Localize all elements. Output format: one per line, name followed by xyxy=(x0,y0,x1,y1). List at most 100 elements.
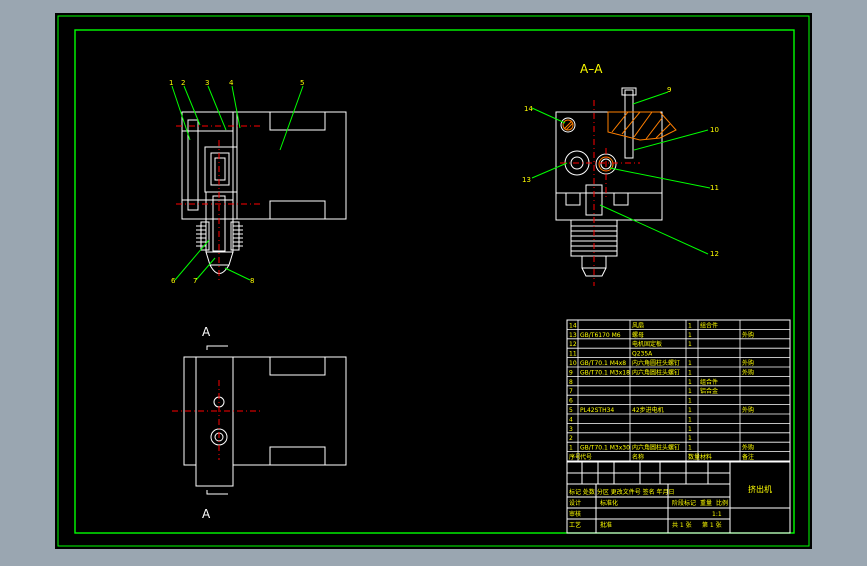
bom-header-cell: 序号 xyxy=(569,453,581,461)
bom-cell-name: Q235A xyxy=(632,351,653,358)
bom-cell-qty: 1 xyxy=(688,426,692,433)
title-block-text: 标记 处数 分区 更改文件号 签名 年月日 设计 审核 工艺 标准化 批准 阶段… xyxy=(569,488,728,529)
balloon-5: 5 xyxy=(300,79,304,87)
balloon-1: 1 xyxy=(169,79,173,87)
bom-cell-code: PL42STH34 xyxy=(580,407,614,414)
bom-cell-material: 铝合金 xyxy=(700,387,718,395)
bom-cell-name: 内六角圆柱头螺钉 xyxy=(632,444,680,452)
bom-header-cell: 材料 xyxy=(700,453,712,461)
svg-text:阶段标记: 阶段标记 xyxy=(672,499,696,507)
bom-cell-no: 6 xyxy=(569,398,573,405)
bom-cell-no: 5 xyxy=(569,407,573,414)
bom-cell-note: 外购 xyxy=(742,331,754,339)
bom-cell-no: 2 xyxy=(569,435,573,442)
bom-cell-no: 12 xyxy=(569,341,577,348)
svg-text:审核: 审核 xyxy=(569,510,581,518)
bom-cell-no: 4 xyxy=(569,416,573,423)
bom-cell-code: GB/T6170 M6 xyxy=(580,332,621,339)
inner-frame xyxy=(74,29,795,534)
bom-cell-name: 内六角圆柱头螺钉 xyxy=(632,368,680,376)
bom-cell-name: 螺母 xyxy=(632,331,644,339)
section-view-leaders xyxy=(531,91,711,255)
svg-text:工艺: 工艺 xyxy=(569,521,581,529)
section-marks xyxy=(206,345,228,495)
bom-cell-material: 组合件 xyxy=(700,321,718,329)
bom-cell-no: 8 xyxy=(569,379,573,386)
bom-cell-qty: 1 xyxy=(688,445,692,452)
bom-cell-qty: 1 xyxy=(688,322,692,329)
front-view-leaders xyxy=(171,85,304,281)
bom-cell-qty: 1 xyxy=(688,341,692,348)
bom-cell-qty: 1 xyxy=(688,388,692,395)
title-block xyxy=(566,461,791,534)
svg-text:共 1 张: 共 1 张 xyxy=(672,521,692,529)
svg-text:第 1 张: 第 1 张 xyxy=(702,521,722,529)
bom-cell-code: GB/T70.1 M4x8 xyxy=(580,360,626,367)
bom-cell-qty: 1 xyxy=(688,369,692,376)
balloon-4: 4 xyxy=(229,79,234,87)
balloon-8: 8 xyxy=(250,277,254,285)
bom-cell-no: 1 xyxy=(569,445,573,452)
bom-cell-note: 外购 xyxy=(742,444,754,452)
balloon-14: 14 xyxy=(524,105,533,113)
bom-cell-name: 风扇 xyxy=(632,321,644,329)
front-view-centerlines xyxy=(176,125,262,280)
svg-text:批准: 批准 xyxy=(600,521,612,529)
bom-cell-qty: 1 xyxy=(688,360,692,367)
bom-cell-qty: 1 xyxy=(688,379,692,386)
bom-cell-qty: 1 xyxy=(688,435,692,442)
bom-cell-no: 11 xyxy=(569,351,577,358)
balloon-11: 11 xyxy=(710,184,719,192)
bom-cell-note: 外购 xyxy=(742,406,754,414)
bom-cell-no: 13 xyxy=(569,332,577,339)
bom-header-cell: 数量 xyxy=(688,453,700,461)
bom-cell-qty: 1 xyxy=(688,416,692,423)
bom-header-cell: 备注 xyxy=(742,453,754,461)
outer-frame xyxy=(57,15,810,547)
bom-cell-qty: 1 xyxy=(688,332,692,339)
balloon-3: 3 xyxy=(205,79,209,87)
balloon-9: 9 xyxy=(667,86,671,94)
bom-cell-no: 7 xyxy=(569,388,573,395)
bom-cell-material: 组合件 xyxy=(700,378,718,386)
section-title: A–A xyxy=(580,62,603,76)
section-mark-top: A xyxy=(202,325,211,339)
svg-text:1:1: 1:1 xyxy=(712,511,722,518)
section-mark-bottom: A xyxy=(202,507,211,521)
bom-cell-no: 3 xyxy=(569,426,573,433)
bom-cell-name: 内六角圆柱头螺钉 xyxy=(632,359,680,367)
bom-cell-qty: 1 xyxy=(688,407,692,414)
svg-text:比例: 比例 xyxy=(716,499,728,507)
top-view-centerlines xyxy=(172,380,262,460)
balloon-7: 7 xyxy=(193,277,197,285)
svg-text:重量: 重量 xyxy=(700,499,712,507)
front-view-heatsink-fins xyxy=(196,225,243,247)
svg-text:设计: 设计 xyxy=(569,499,581,507)
bom-cell-name: 电机固定板 xyxy=(632,340,662,348)
bom-cell-note: 外购 xyxy=(742,368,754,376)
bom-cell-code: GB/T70.1 M3x18 xyxy=(580,369,630,376)
balloon-13: 13 xyxy=(522,176,531,184)
bom-cell-no: 14 xyxy=(569,322,577,329)
bom-header-cell: 名称 xyxy=(632,453,644,461)
drawing-name: 挤出机 xyxy=(748,484,772,494)
bom-cell-code: GB/T70.1 M3x30 xyxy=(580,445,630,452)
bom-header-cell: 代号 xyxy=(580,453,592,461)
svg-text:标记 处数 分区 更改文件号 签名 年月日: 标记 处数 分区 更改文件号 签名 年月日 xyxy=(569,488,675,496)
svg-text:标准化: 标准化 xyxy=(600,499,618,507)
balloon-12: 12 xyxy=(710,250,719,258)
section-view-balloons: 9 10 11 12 13 14 xyxy=(522,86,719,258)
balloon-6: 6 xyxy=(171,277,176,285)
paper-sheet xyxy=(55,13,812,549)
balloon-10: 10 xyxy=(710,126,719,134)
bom-cell-note: 外购 xyxy=(742,359,754,367)
bom-cell-no: 10 xyxy=(569,360,577,367)
bom-cell-name: 42步进电机 xyxy=(632,406,664,414)
bom-cell-qty: 1 xyxy=(688,398,692,405)
bom-frame xyxy=(566,319,791,462)
balloon-2: 2 xyxy=(181,79,185,87)
section-view-centerlines xyxy=(560,100,640,286)
